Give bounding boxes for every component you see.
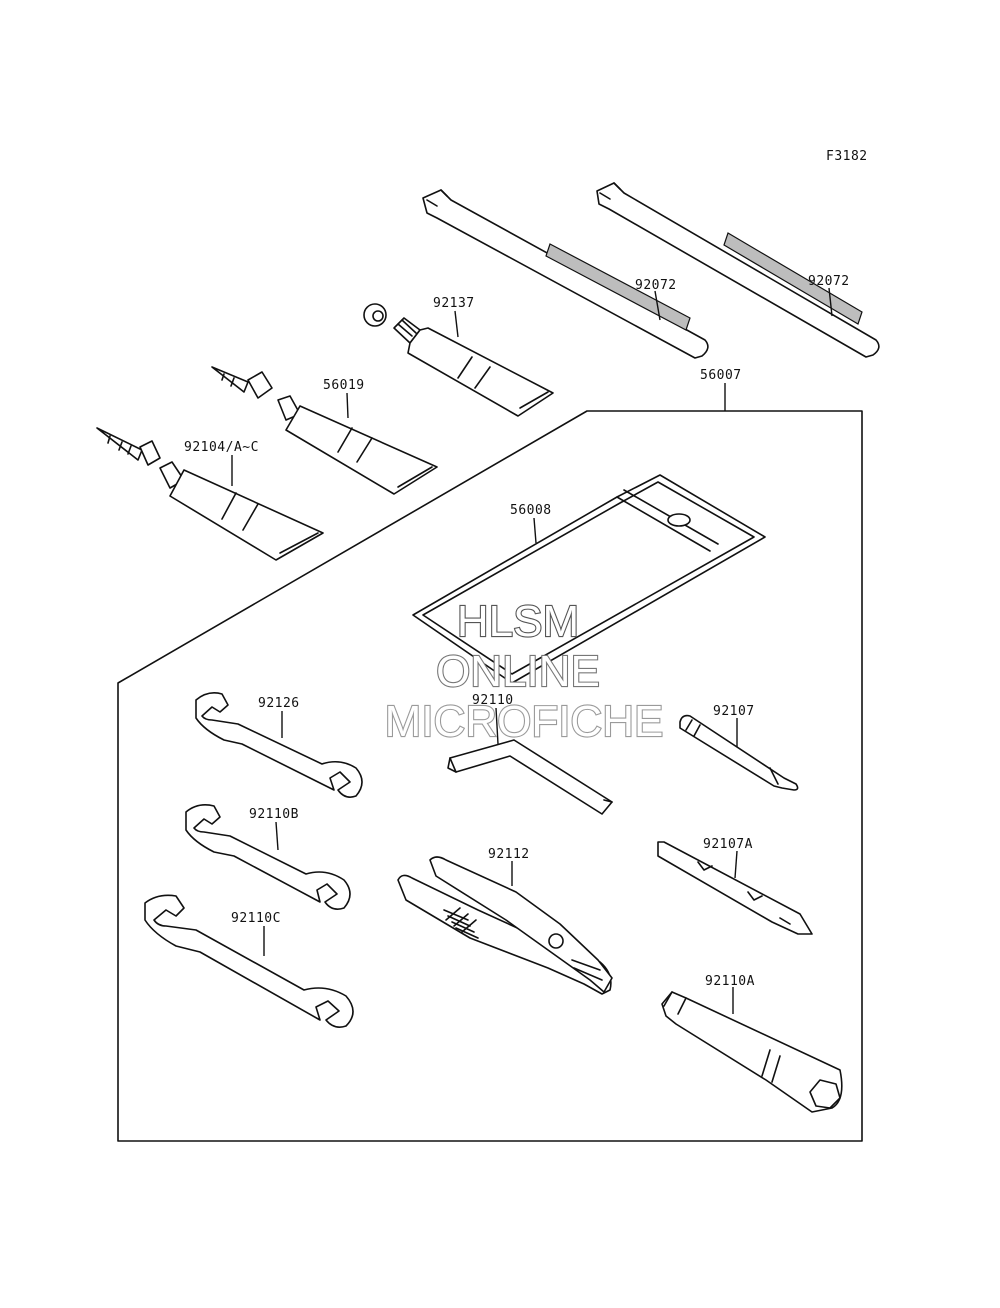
label-box-wrench: 92110A [705,974,755,989]
tube-56019 [211,366,438,495]
label-tube-92137: 92137 [433,296,475,311]
tube-92137 [363,303,554,417]
watermark-line3: MICROFICHE [385,697,664,746]
label-tube-92104: 92104/A~C [184,440,259,455]
label-wrench-92110b: 92110B [249,807,299,822]
pliers-92112 [397,856,613,995]
label-tool-bag: 56008 [510,503,552,518]
tool-kit-outline [117,410,863,1142]
tie-band-1 [422,189,709,359]
tie-band-2 [596,182,880,358]
wrench-92110b [185,804,351,910]
screwdriver-92107 [679,714,799,791]
watermark-line2: ONLINE [436,647,600,696]
watermark-line1: HLSM [457,597,579,646]
hex-wrench-92110 [447,739,613,815]
label-hex-wrench: 92110 [472,693,514,708]
label-screwdriver-grip: 92107A [703,837,753,852]
label-wrench-92126: 92126 [258,696,300,711]
label-tie-band-2: 92072 [808,274,850,289]
watermark: HLSM ONLINE MICROFICHE [384,596,665,747]
label-screwdriver: 92107 [713,704,755,719]
screwdriver-grip-92107a [657,841,813,935]
label-wrench-92110c: 92110C [231,911,281,926]
label-tie-band-1: 92072 [635,278,677,293]
wrench-92126 [195,692,363,798]
tube-92104 [96,427,324,561]
wrench-92110c [144,894,354,1028]
label-pliers: 92112 [488,847,530,862]
label-tool-kit: 56007 [700,368,742,383]
tool-bag-56008 [412,474,766,684]
label-tube-56019: 56019 [323,378,365,393]
figure-code: F3182 [826,149,868,164]
box-wrench-92110a [661,991,843,1113]
